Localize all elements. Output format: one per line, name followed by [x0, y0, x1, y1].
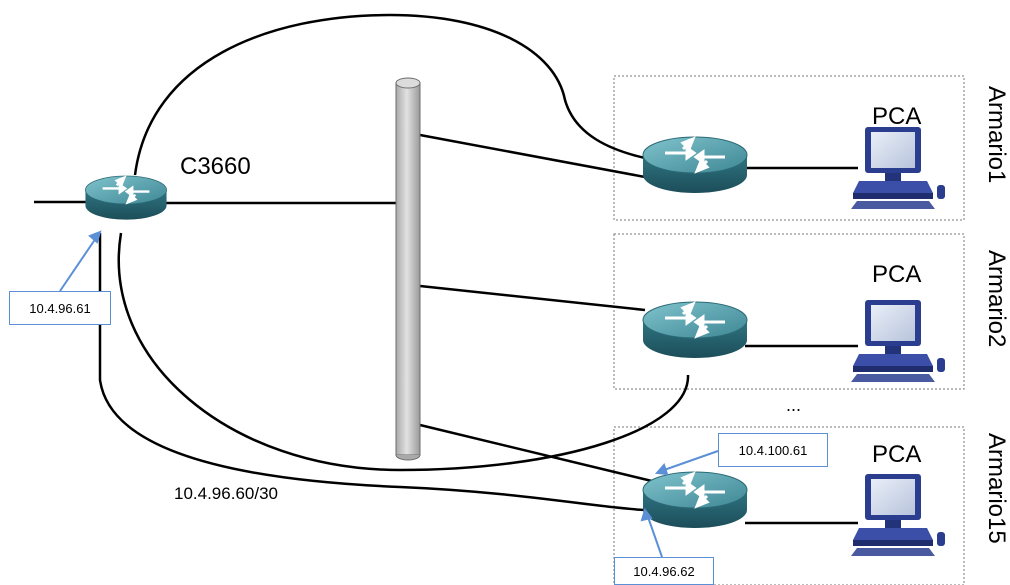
pc-icon [851, 300, 945, 382]
loop-core-r1 [133, 13, 646, 176]
pc-icon [851, 127, 945, 209]
switch-to-r15 [419, 423, 661, 485]
router-icon [641, 300, 749, 360]
pc-icon [851, 474, 945, 556]
switch-bar-icon [395, 77, 421, 461]
ip-box-core-router: 10.4.96.61 [9, 291, 111, 325]
loop-core-r2 [117, 232, 690, 472]
links [34, 13, 858, 525]
router-label: C3660 [180, 153, 251, 180]
switch-to-r1 [419, 133, 646, 179]
cabinet-box-armario2 [613, 233, 965, 390]
ellipsis: ... [786, 395, 802, 415]
router-icon [641, 470, 749, 530]
router-icon [641, 135, 749, 195]
ip-box-armario15-bottom: 10.4.96.62 [614, 557, 714, 585]
pc-label-armario1: PCA [872, 103, 922, 130]
cabinet-name-armario2: Armario2 [983, 250, 1010, 348]
pc-label-armario2: PCA [872, 261, 922, 288]
router-icon [84, 174, 168, 221]
cabinet-box-armario15 [613, 426, 965, 585]
cabinet-name-armario15: Armario15 [983, 433, 1010, 544]
ip-box-armario15-top: 10.4.100.61 [718, 433, 828, 467]
callout-arrows [59, 230, 719, 558]
pc-label-armario15: PCA [872, 441, 922, 468]
subnet-label: 10.4.96.60/30 [174, 484, 278, 503]
switch-to-r2 [419, 284, 646, 312]
loop-core-r15 [98, 233, 646, 512]
cabinet-name-armario1: Armario1 [983, 86, 1010, 184]
